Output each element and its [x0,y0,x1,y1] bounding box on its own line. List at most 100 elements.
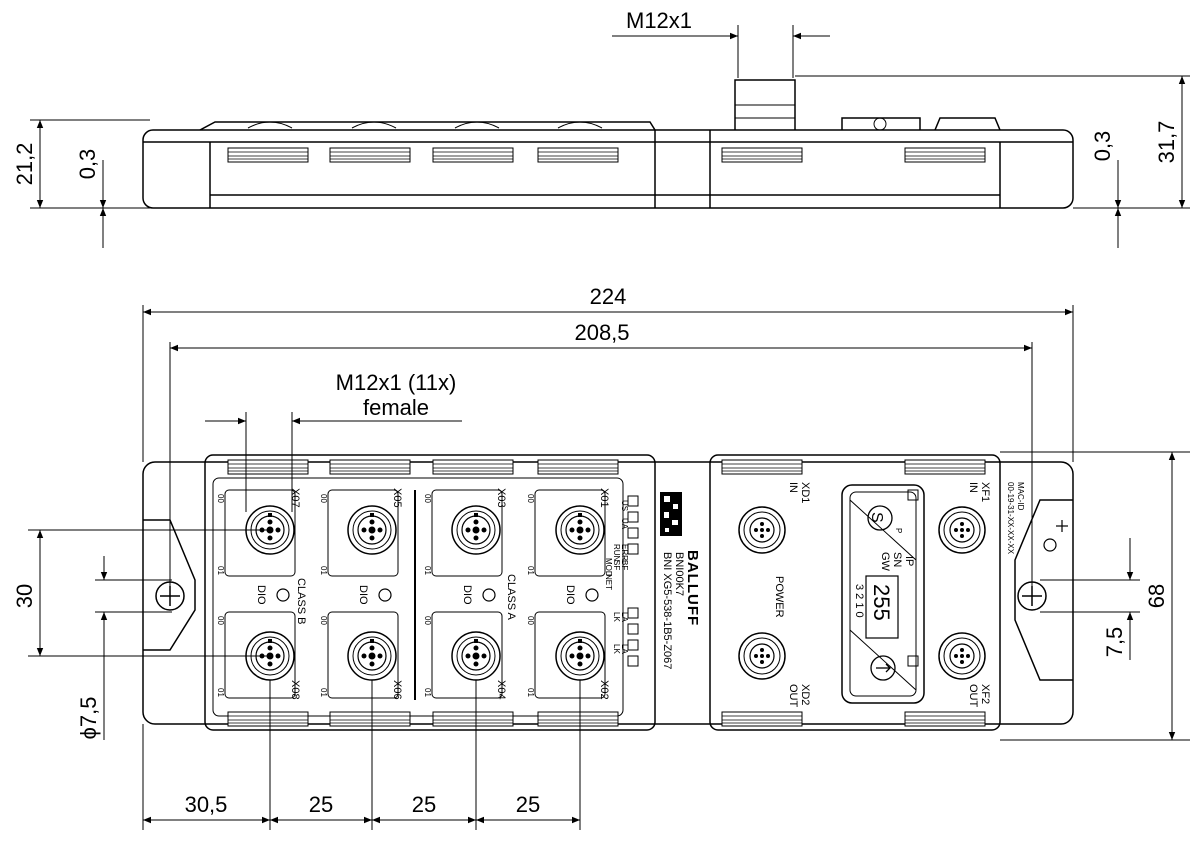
port-x08-pin-a: 00 [216,616,225,625]
port-x02-name: X02 [598,680,610,700]
port-x07-pin-b: 01 [216,566,225,575]
xf2-label: XF2 [979,684,991,704]
dim-port-pitch-2: 25 [412,792,436,817]
display-label-gw: GW [879,552,891,572]
ports-bottom-labels: X08 00 01 X06 00 01 X04 00 01 X02 00 01 [216,616,610,700]
port-x03-name: X03 [495,488,507,508]
power-out-connector [738,632,786,680]
class-b-label: CLASS B [295,578,307,624]
led-label-lk-2: LK [612,644,621,654]
led-label-run: RUN [612,544,621,562]
xd2-dir: OUT [787,684,799,708]
xf1-label: XF1 [979,482,991,502]
xf1-dir: IN [967,482,979,493]
dim-hole-spacing: 208,5 [574,320,629,345]
mac-id-title: MAC-ID [1016,482,1025,511]
qr-code [660,492,682,536]
display-label-sn: SN [891,552,903,567]
xf2-dir: OUT [967,684,979,708]
class-a-label: CLASS A [505,574,517,621]
port-x03-pin-b: 01 [423,566,432,575]
led-label-ua: UA [620,518,629,530]
power-label: POWER [773,576,785,618]
ports-top-labels: X07 00 01 DIO X05 00 01 DIO X03 00 01 DI… [216,488,610,605]
port-x01-group: DIO [564,585,576,605]
ethernet-in-connector [938,506,986,554]
port-x05-pin-a: 00 [319,494,328,503]
mounting-hole-left [155,581,185,611]
dim-first-port: 30,5 [185,792,228,817]
port-x05-name: X05 [391,488,403,508]
display-label-ip: IP [903,556,915,566]
port-x06-connector [347,631,397,681]
model-line-2: BNI XG5-538-1B5-Z067 [661,552,673,669]
port-x04-name: X04 [495,680,507,700]
led-label-us: US [620,500,629,511]
port-x03-group: DIO [461,585,473,605]
dim-side-height-left: 21,2 [12,143,37,186]
port-x08-name: X08 [289,680,301,700]
port-x05-group: DIO [357,585,369,605]
ground-icon [1043,520,1068,552]
port-x03-connector [451,505,501,555]
port-x04-connector [451,631,501,681]
dim-port-pitch-1: 25 [309,792,333,817]
led-label-net: NET [604,574,613,590]
display-digits: 3 2 1 0 [853,584,865,618]
led-label-sf: SF [612,560,621,570]
port-x07-name: X07 [289,488,301,508]
dim-hole-diameter: ϕ7,5 [76,697,101,740]
display-value: 255 [869,584,894,621]
port-x01-connector [555,505,605,555]
dim-side-gap-left: 0,3 [75,149,100,180]
model-line-1: BNI00K7 [673,552,685,596]
port-x07-pin-a: 00 [216,494,225,503]
dim-side-gap-right: 0,3 [1090,131,1115,162]
led-label-err: ERR [620,544,629,561]
dim-side-height-right: 31,7 [1154,121,1179,164]
port-x04-pin-a: 00 [423,616,432,625]
port-x05-connector [347,505,397,555]
port-x05-pin-b: 01 [319,566,328,575]
dim-overall-length: 224 [590,284,627,309]
connector-note-line-1: M12x1 (11x) [336,370,457,395]
dim-hole-offset: 7,5 [1102,627,1127,658]
port-x01-pin-a: 00 [526,494,535,503]
port-x01-pin-b: 01 [526,566,535,575]
port-x08-pin-b: 01 [216,688,225,697]
port-x06-name: X06 [391,680,403,700]
set-button-icon [867,505,893,531]
dim-row-spacing: 30 [12,584,37,608]
led-label-la-1: LA [620,612,629,622]
port-x02-pin-a: 00 [526,616,535,625]
dim-width: 68 [1144,584,1169,608]
port-x01-name: X01 [598,488,610,508]
ethernet-out-connector [938,632,986,680]
port-x02-pin-b: 01 [526,688,535,697]
arrow-button-icon [870,655,896,681]
led-label-lk-1: LK [612,612,621,622]
display-p-symbol: P [894,528,903,533]
led-label-bf: BF [620,560,629,570]
connector-note-line-2: female [363,395,429,420]
xd1-dir: IN [787,482,799,493]
xd2-label: XD2 [799,684,811,705]
mounting-hole-right [1017,581,1047,611]
port-x06-pin-b: 01 [319,688,328,697]
xd1-label: XD1 [799,482,811,503]
led-label-la-2: LA [620,644,629,654]
port-x02-connector [555,631,605,681]
display-s-symbol: S [868,512,885,523]
port-x04-pin-b: 01 [423,688,432,697]
port-x07-group: DIO [255,585,267,605]
port-x06-pin-a: 00 [319,616,328,625]
power-in-connector [738,506,786,554]
mac-id-value: 00-19-31-XX-XX-XX [1006,482,1015,555]
led-label-mod: MOD [604,558,613,577]
led-labels: US UA RUN ERR MOD NET SF BF LK LA LK LA [604,500,629,654]
side-thread-label: M12x1 [626,8,692,33]
top-view: 224 208,5 [12,284,1190,830]
side-view: M12x1 21,2 0,3 31,7 0,3 [12,8,1190,248]
brand-logo: BALLUFF [684,550,701,626]
